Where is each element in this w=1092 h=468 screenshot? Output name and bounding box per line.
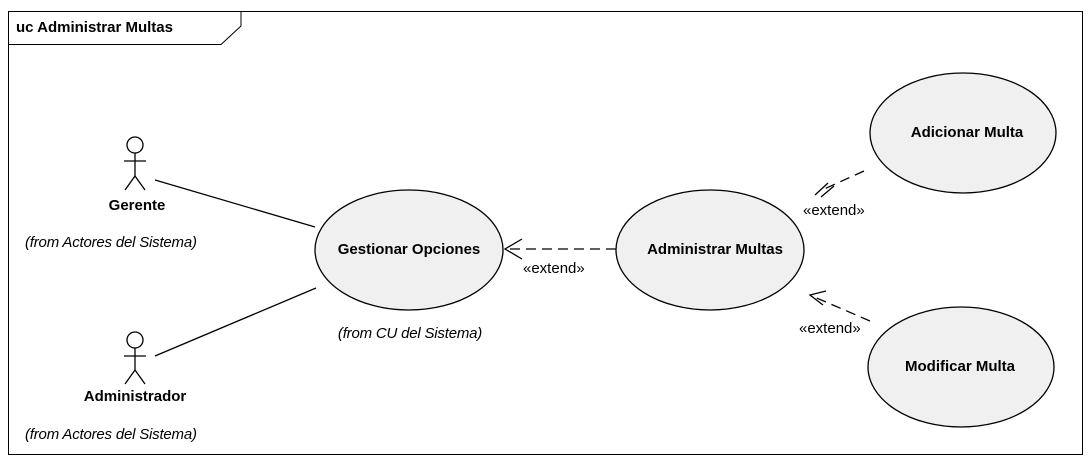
actor-gerente-name: Gerente bbox=[108, 197, 166, 214]
actor-administrador-name: Administrador bbox=[83, 388, 187, 405]
association-gerente-gestionar bbox=[154, 179, 316, 228]
extend-label-gestionar: «extend» bbox=[523, 260, 585, 277]
use-case-modificar-multa-label: Modificar Multa bbox=[904, 358, 1016, 375]
extend-arrow-adicionar-to-administrar bbox=[814, 170, 865, 198]
actor-gerente-figure[interactable] bbox=[124, 136, 146, 191]
use-case-gestionar-opciones[interactable] bbox=[314, 189, 504, 311]
use-case-gestionar-opciones-label: Gestionar Opciones bbox=[337, 241, 481, 258]
extend-arrow-modificar-to-administrar bbox=[808, 290, 871, 322]
extend-label-modificar: «extend» bbox=[799, 320, 861, 337]
use-case-administrar-multas[interactable] bbox=[615, 189, 805, 311]
use-case-adicionar-multa-label: Adicionar Multa bbox=[910, 124, 1024, 141]
actor-gerente-source: (from Actores del Sistema) bbox=[25, 234, 197, 251]
use-case-modificar-multa[interactable] bbox=[867, 306, 1055, 428]
use-case-administrar-multas-label: Administrar Multas bbox=[647, 241, 783, 258]
actor-administrador-figure[interactable] bbox=[124, 331, 146, 385]
frame-title-tab bbox=[8, 11, 242, 45]
frame-title: uc Administrar Multas bbox=[16, 19, 173, 36]
actor-administrador-source: (from Actores del Sistema) bbox=[25, 426, 197, 443]
use-case-gestionar-opciones-source: (from CU del Sistema) bbox=[337, 325, 483, 342]
association-administrador-gestionar bbox=[154, 287, 317, 357]
diagram-frame bbox=[8, 11, 1083, 455]
use-case-adicionar-multa[interactable] bbox=[869, 72, 1057, 194]
extend-arrow-administrar-to-gestionar bbox=[503, 238, 616, 260]
extend-label-adicionar: «extend» bbox=[803, 202, 865, 219]
